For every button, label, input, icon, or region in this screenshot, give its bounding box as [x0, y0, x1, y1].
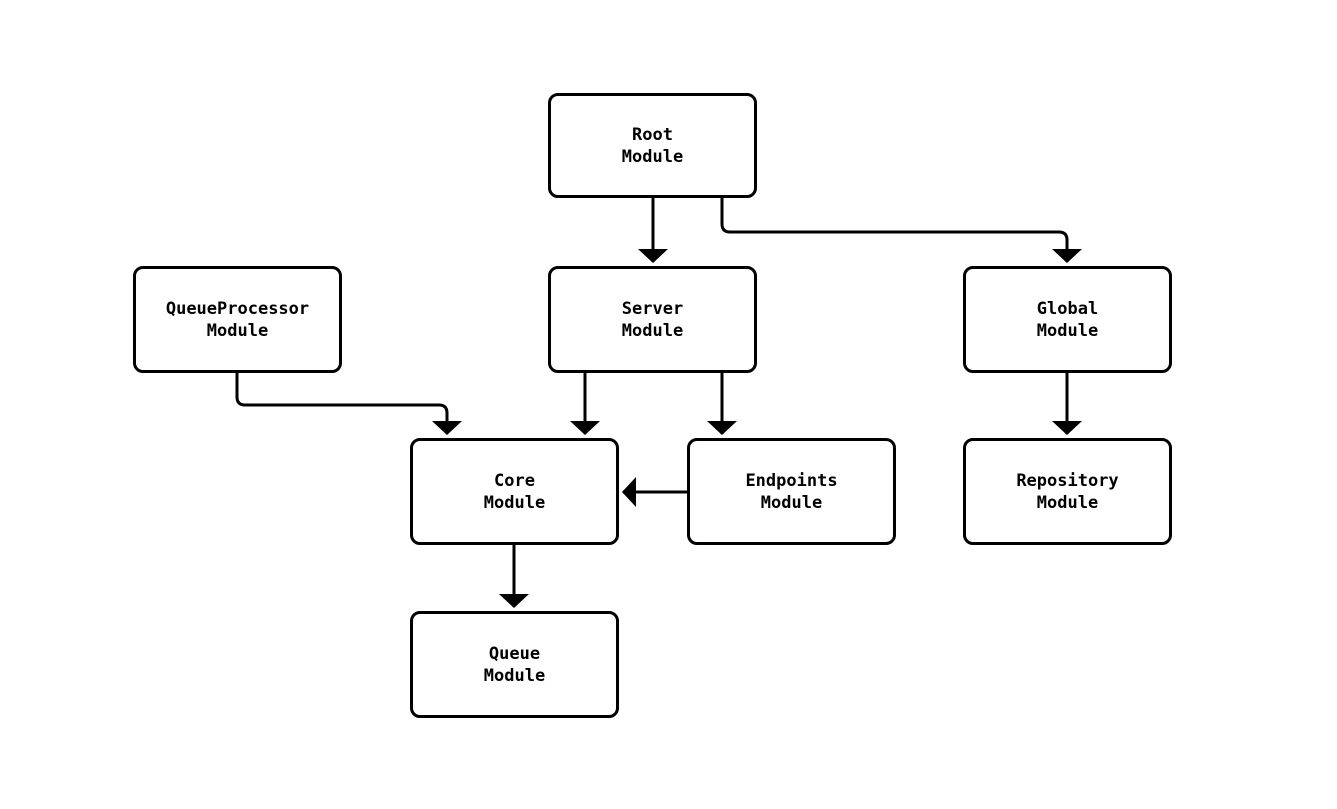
node-endpoints-module-label-line1: Endpoints — [745, 470, 838, 491]
node-root-module-label-line2: Module — [621, 146, 684, 167]
node-server-module: Server Module — [548, 266, 757, 373]
node-repository-module-label-line2: Module — [1036, 492, 1099, 513]
node-server-module-label-line1: Server — [621, 298, 684, 319]
node-global-module-label-line2: Module — [1036, 320, 1099, 341]
node-root-module-label-line1: Root — [632, 124, 673, 145]
node-core-module-label-line1: Core — [494, 470, 535, 491]
node-global-module-label-line1: Global — [1036, 298, 1099, 319]
node-global-module: Global Module — [963, 266, 1172, 373]
edge-root-to-global — [720, 198, 1082, 263]
node-queueprocessor-module-label-line1: QueueProcessor — [165, 298, 310, 319]
node-endpoints-module-label-line2: Module — [760, 492, 823, 513]
node-queueprocessor-module-label-line2: Module — [206, 320, 269, 341]
edge-queueprocessor-to-core — [235, 373, 462, 435]
node-repository-module: Repository Module — [963, 438, 1172, 545]
node-queue-module-label-line1: Queue — [488, 643, 541, 664]
node-root-module: Root Module — [548, 93, 757, 198]
node-server-module-label-line2: Module — [621, 320, 684, 341]
node-core-module-label-line2: Module — [483, 492, 546, 513]
node-queue-module-label-line2: Module — [483, 665, 546, 686]
node-core-module: Core Module — [410, 438, 619, 545]
node-repository-module-label-line1: Repository — [1016, 470, 1119, 491]
node-endpoints-module: Endpoints Module — [687, 438, 896, 545]
node-queueprocessor-module: QueueProcessor Module — [133, 266, 342, 373]
node-queue-module: Queue Module — [410, 611, 619, 718]
